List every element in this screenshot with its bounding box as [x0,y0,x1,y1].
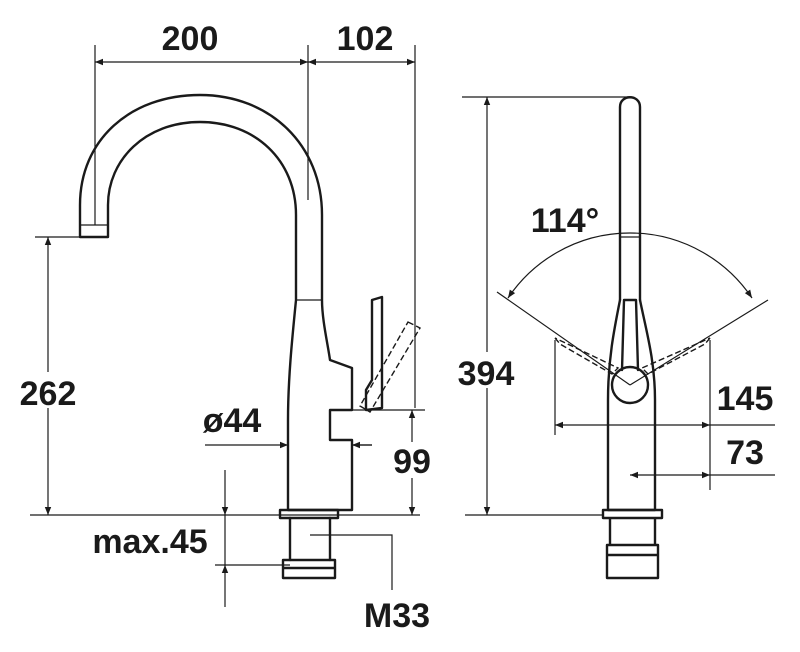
dimension-lever-swing-width: 145 [717,380,774,418]
dimension-lever-half-width: 73 [726,434,764,472]
lever [364,295,384,412]
side-body [606,298,657,512]
dimension-spout-reach: 200 [162,20,219,58]
side-spout [618,96,642,302]
dimension-max-deck-thickness: max.45 [92,523,207,561]
lever-left-position [554,337,620,375]
dimension-swivel-angle: 114° [531,202,599,240]
dimension-spout-height: 262 [20,375,77,413]
shank [288,516,332,562]
spout-outline [78,93,354,512]
side-view: 114° 394 145 73 [452,96,775,580]
dimension-thread: M33 [364,597,430,635]
dimension-lever-offset: 102 [337,20,394,58]
dimension-total-height: 394 [458,355,515,393]
lever-pivot [610,365,650,405]
dimension-lever-height: 99 [393,443,431,481]
base-plate [278,508,340,520]
side-lever [620,298,640,372]
front-view: 200 102 262 ø44 99 max.45 M33 [15,20,436,635]
nut [281,558,337,580]
dimension-body-diameter: ø44 [203,402,262,440]
lever-alternate-position [359,321,421,413]
